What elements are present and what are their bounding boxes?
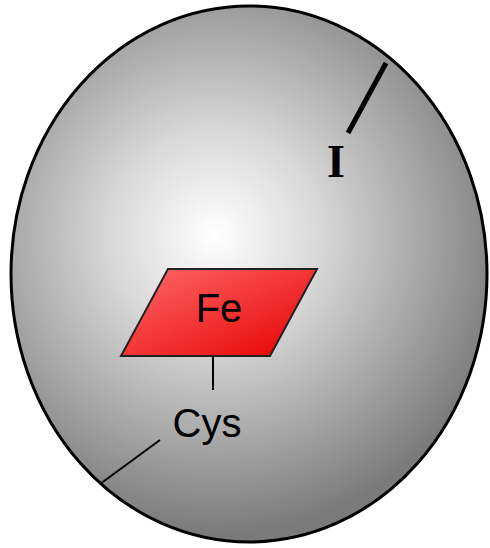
label-leader: [348, 63, 386, 133]
sphere-outline: [11, 6, 487, 542]
part-label: I: [327, 139, 345, 185]
part-label: Cys: [173, 403, 242, 443]
heme-plane: Fe: [120, 268, 318, 357]
backbone-line: [100, 440, 160, 484]
element-symbol: Fe: [196, 288, 243, 328]
